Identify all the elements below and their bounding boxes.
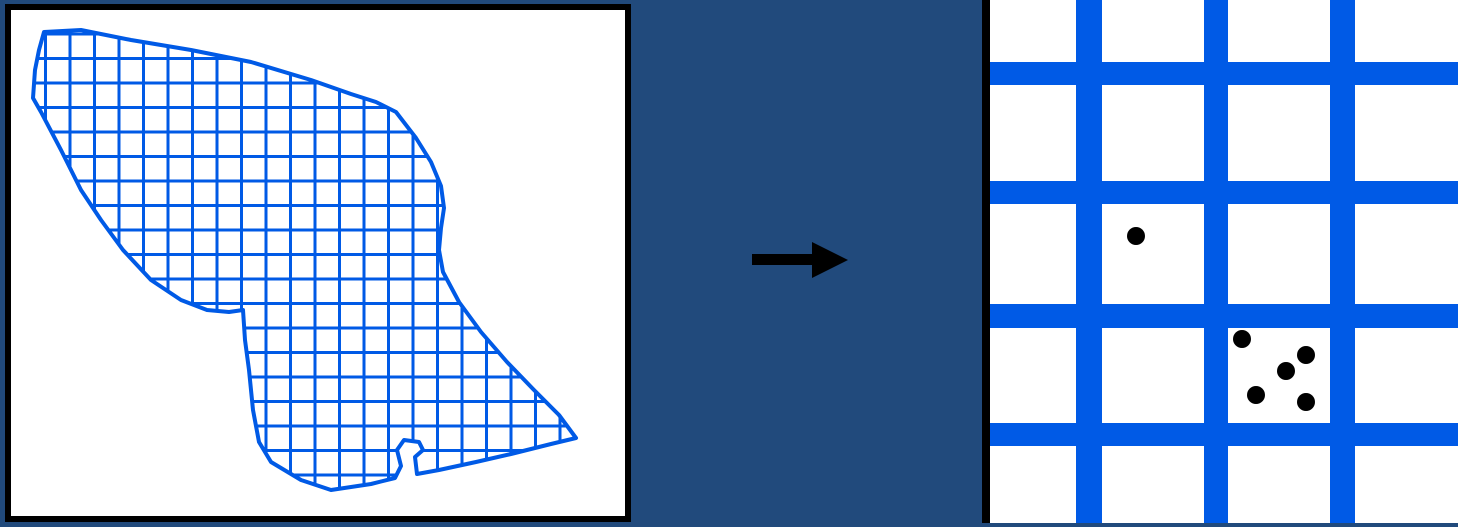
zoom-grid-bar-horizontal bbox=[990, 62, 1458, 85]
dot bbox=[1127, 227, 1145, 245]
dot bbox=[1297, 346, 1315, 364]
zoomed-grid bbox=[982, 0, 1458, 527]
cell-row-4-col-3-dots bbox=[1233, 330, 1315, 411]
dot bbox=[1233, 330, 1251, 348]
zoom-grid-bar-horizontal bbox=[990, 423, 1458, 446]
zoomed-grid-panel bbox=[982, 0, 1458, 527]
dot bbox=[1297, 393, 1315, 411]
gridded-region bbox=[31, 28, 578, 492]
region-outline bbox=[31, 28, 578, 492]
region-grid bbox=[33, 30, 576, 490]
cell-row-3-col-2-dots bbox=[1127, 227, 1145, 245]
region-map-panel bbox=[5, 4, 631, 522]
dot bbox=[1247, 386, 1265, 404]
zoom-grid-bar-horizontal bbox=[990, 181, 1458, 204]
right-arrow-icon bbox=[752, 242, 848, 278]
dot bbox=[1277, 362, 1295, 380]
zoom-grid-bar-horizontal bbox=[990, 304, 1458, 328]
zoomed-grid-lines bbox=[990, 0, 1458, 527]
